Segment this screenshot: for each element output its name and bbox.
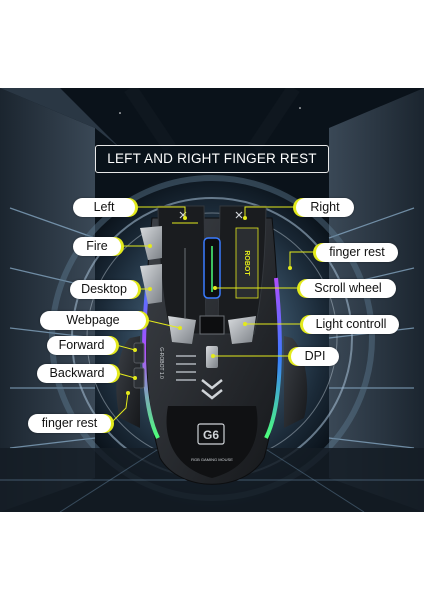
gaming-mouse: G6 RGB GAMING MOUSE ROBOT G-ROBOT 1.0: [116, 205, 308, 485]
dpi-button: [206, 346, 218, 368]
label-forward: Forward: [47, 336, 116, 355]
product-image: G6 RGB GAMING MOUSE ROBOT G-ROBOT 1.0: [0, 88, 424, 512]
light-control-button: [199, 315, 225, 335]
forward-button: [133, 342, 145, 364]
right-wall: [329, 88, 424, 512]
label-light-control: Light controll: [303, 315, 399, 334]
label-finger-rest-left: finger rest: [28, 414, 111, 433]
label-left: Left: [73, 198, 135, 217]
light-control-plate: [228, 316, 256, 344]
label-fire: Fire: [73, 237, 121, 256]
side-text: G-ROBOT 1.0: [158, 347, 164, 379]
label-desktop: Desktop: [70, 280, 138, 299]
backward-button: [133, 367, 145, 389]
model-text: G6: [203, 428, 219, 442]
palm-vents: [176, 355, 196, 381]
label-backward: Backward: [37, 364, 117, 383]
model-badge: [197, 423, 225, 445]
fire-button: [140, 226, 162, 260]
label-webpage: Webpage: [40, 311, 146, 330]
desktop-button: [140, 264, 162, 304]
label-dpi: DPI: [291, 347, 339, 366]
bottom-text: RGB GAMING MOUSE: [191, 457, 233, 462]
headline-title: LEFT AND RIGHT FINGER REST: [95, 145, 329, 173]
left-wall: [0, 88, 95, 512]
webpage-plate: [168, 316, 196, 344]
label-scroll-wheel: Scroll wheel: [300, 279, 396, 298]
palm-rest: [166, 406, 258, 478]
label-right: Right: [296, 198, 354, 217]
chevrons: [201, 379, 223, 400]
rgb-strip-left: [142, 277, 160, 439]
brand-text: ROBOT: [243, 250, 250, 276]
rgb-strip-right: [264, 277, 282, 439]
label-finger-rest-right: finger rest: [316, 243, 398, 262]
spaceship-window-background: [0, 88, 424, 512]
